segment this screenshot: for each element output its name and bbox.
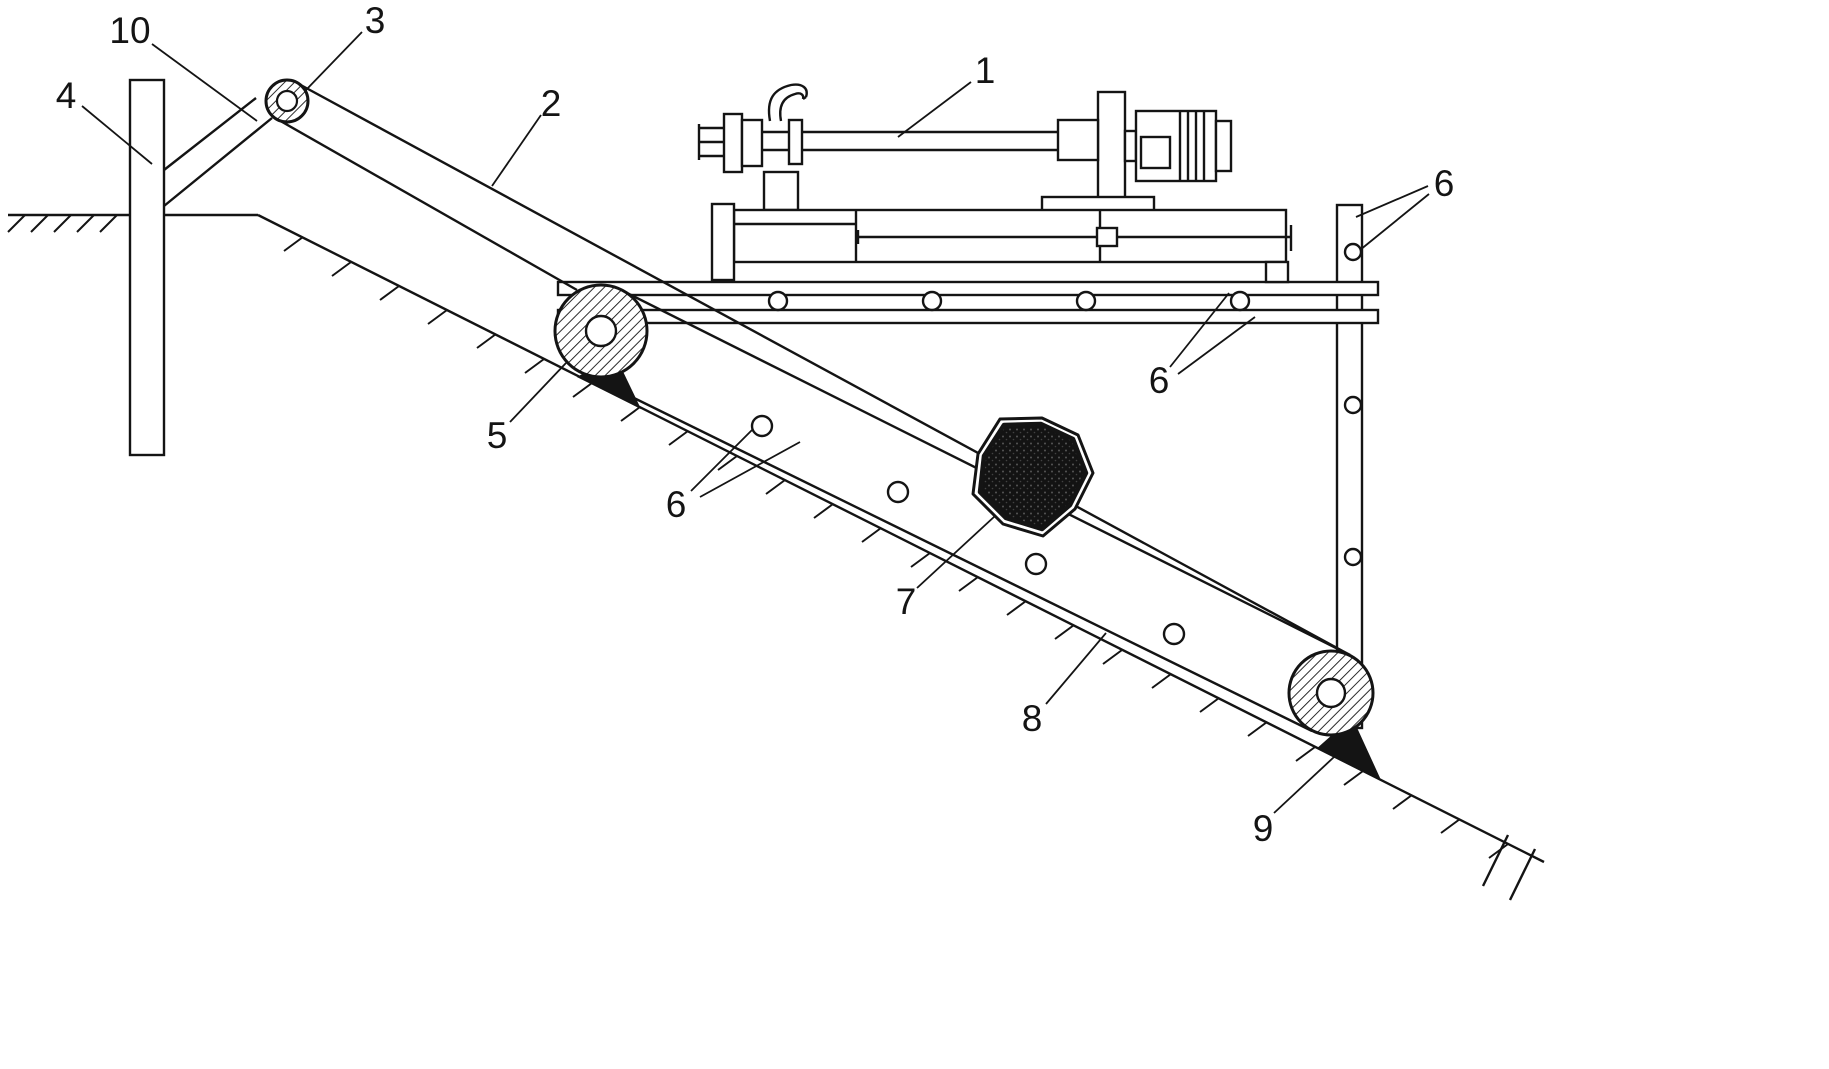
ref-label-6: 6: [1149, 360, 1170, 401]
rod-sleeve: [787, 118, 804, 166]
rail-bolt: [1229, 290, 1251, 312]
inclined-chute: [276, 81, 1351, 657]
slope-hatch-marks: [283, 236, 1509, 859]
drill-machine: [697, 83, 1293, 284]
motor-terminal-box: [1139, 135, 1172, 170]
leader-line-2: [491, 114, 542, 187]
ref-label-1: 1: [975, 50, 996, 91]
leader-line-6: [699, 441, 801, 498]
pulley-axle: [275, 89, 299, 113]
ref-label-6: 6: [1434, 163, 1455, 204]
boulder: [971, 416, 1095, 538]
ref-label-4: 4: [56, 75, 77, 116]
rail-upper-bar: [556, 280, 1380, 297]
drill-rod: [762, 130, 1062, 152]
chute-top-edge: [296, 81, 1351, 657]
platform-left-leg: [710, 202, 736, 282]
ref-label-8: 8: [1022, 698, 1043, 739]
ref-label-6: 6: [666, 484, 687, 525]
ref-label-7: 7: [896, 581, 917, 622]
anchor-bolt: [1343, 547, 1363, 567]
support-roller-upper: [553, 283, 649, 379]
slope-break-mark: [1481, 834, 1537, 901]
post-body: [128, 78, 166, 457]
left-support-post: [128, 78, 273, 457]
belt-bolt: [750, 414, 774, 438]
chuck-body: [722, 112, 744, 174]
ground-hatch-left: [7, 214, 118, 233]
chute-bottom-edge: [276, 117, 578, 292]
leader-line-6: [1355, 185, 1429, 218]
rod-entry-block: [1056, 118, 1100, 162]
feed-piston: [856, 225, 1293, 251]
leader-line-5: [509, 362, 567, 423]
chuck-support: [762, 170, 800, 212]
anchor-bolt: [1343, 242, 1363, 262]
rail-track: [556, 280, 1380, 325]
platform-right-foot: [1264, 260, 1290, 284]
motor-coupling: [1123, 129, 1138, 163]
support-roller-lower: [1287, 649, 1375, 737]
ref-label-3: 3: [365, 0, 386, 41]
rail-bolt: [1075, 290, 1097, 312]
leader-line-7: [916, 515, 996, 589]
roller-axle: [1315, 677, 1347, 709]
band-lower-edge: [580, 370, 1313, 733]
rail-bolt: [767, 290, 789, 312]
leader-line-6: [1177, 316, 1256, 375]
leader-line-10: [151, 43, 258, 122]
motor-endcap: [1214, 119, 1233, 173]
piston-block: [1095, 226, 1119, 248]
ref-label-2: 2: [541, 83, 562, 124]
leader-line-3: [305, 31, 363, 91]
belt-bolt: [1162, 622, 1186, 646]
chuck-prongs: [697, 124, 724, 160]
feed-column: [1096, 90, 1127, 214]
chuck-collar: [740, 118, 764, 168]
leader-line-4: [81, 105, 153, 165]
ref-label-9: 9: [1253, 808, 1274, 849]
rail-bolt: [921, 290, 943, 312]
conveyor-band: [580, 288, 1351, 733]
ref-label-10: 10: [109, 10, 150, 51]
belt-bolt: [886, 480, 910, 504]
ref-label-5: 5: [487, 415, 508, 456]
leader-line-6: [1359, 193, 1430, 251]
head-pulley: [264, 78, 310, 124]
reference-labels: 10 3 4 2 1 5 6 6 6 7 8 9: [56, 0, 1455, 849]
leader-line-8: [1045, 632, 1107, 705]
hydraulic-hose: [767, 83, 808, 122]
roller-axle: [584, 314, 618, 348]
leader-line-9: [1273, 756, 1335, 814]
leader-line-6: [690, 429, 753, 492]
anchor-bolt: [1343, 395, 1363, 415]
post-brace: [163, 97, 273, 207]
motor-fins: [1178, 111, 1206, 181]
boulder-mass: [977, 421, 1089, 532]
belt-bolt: [1024, 552, 1048, 576]
leader-line-1: [897, 81, 972, 138]
leader-line-6: [1169, 292, 1230, 368]
